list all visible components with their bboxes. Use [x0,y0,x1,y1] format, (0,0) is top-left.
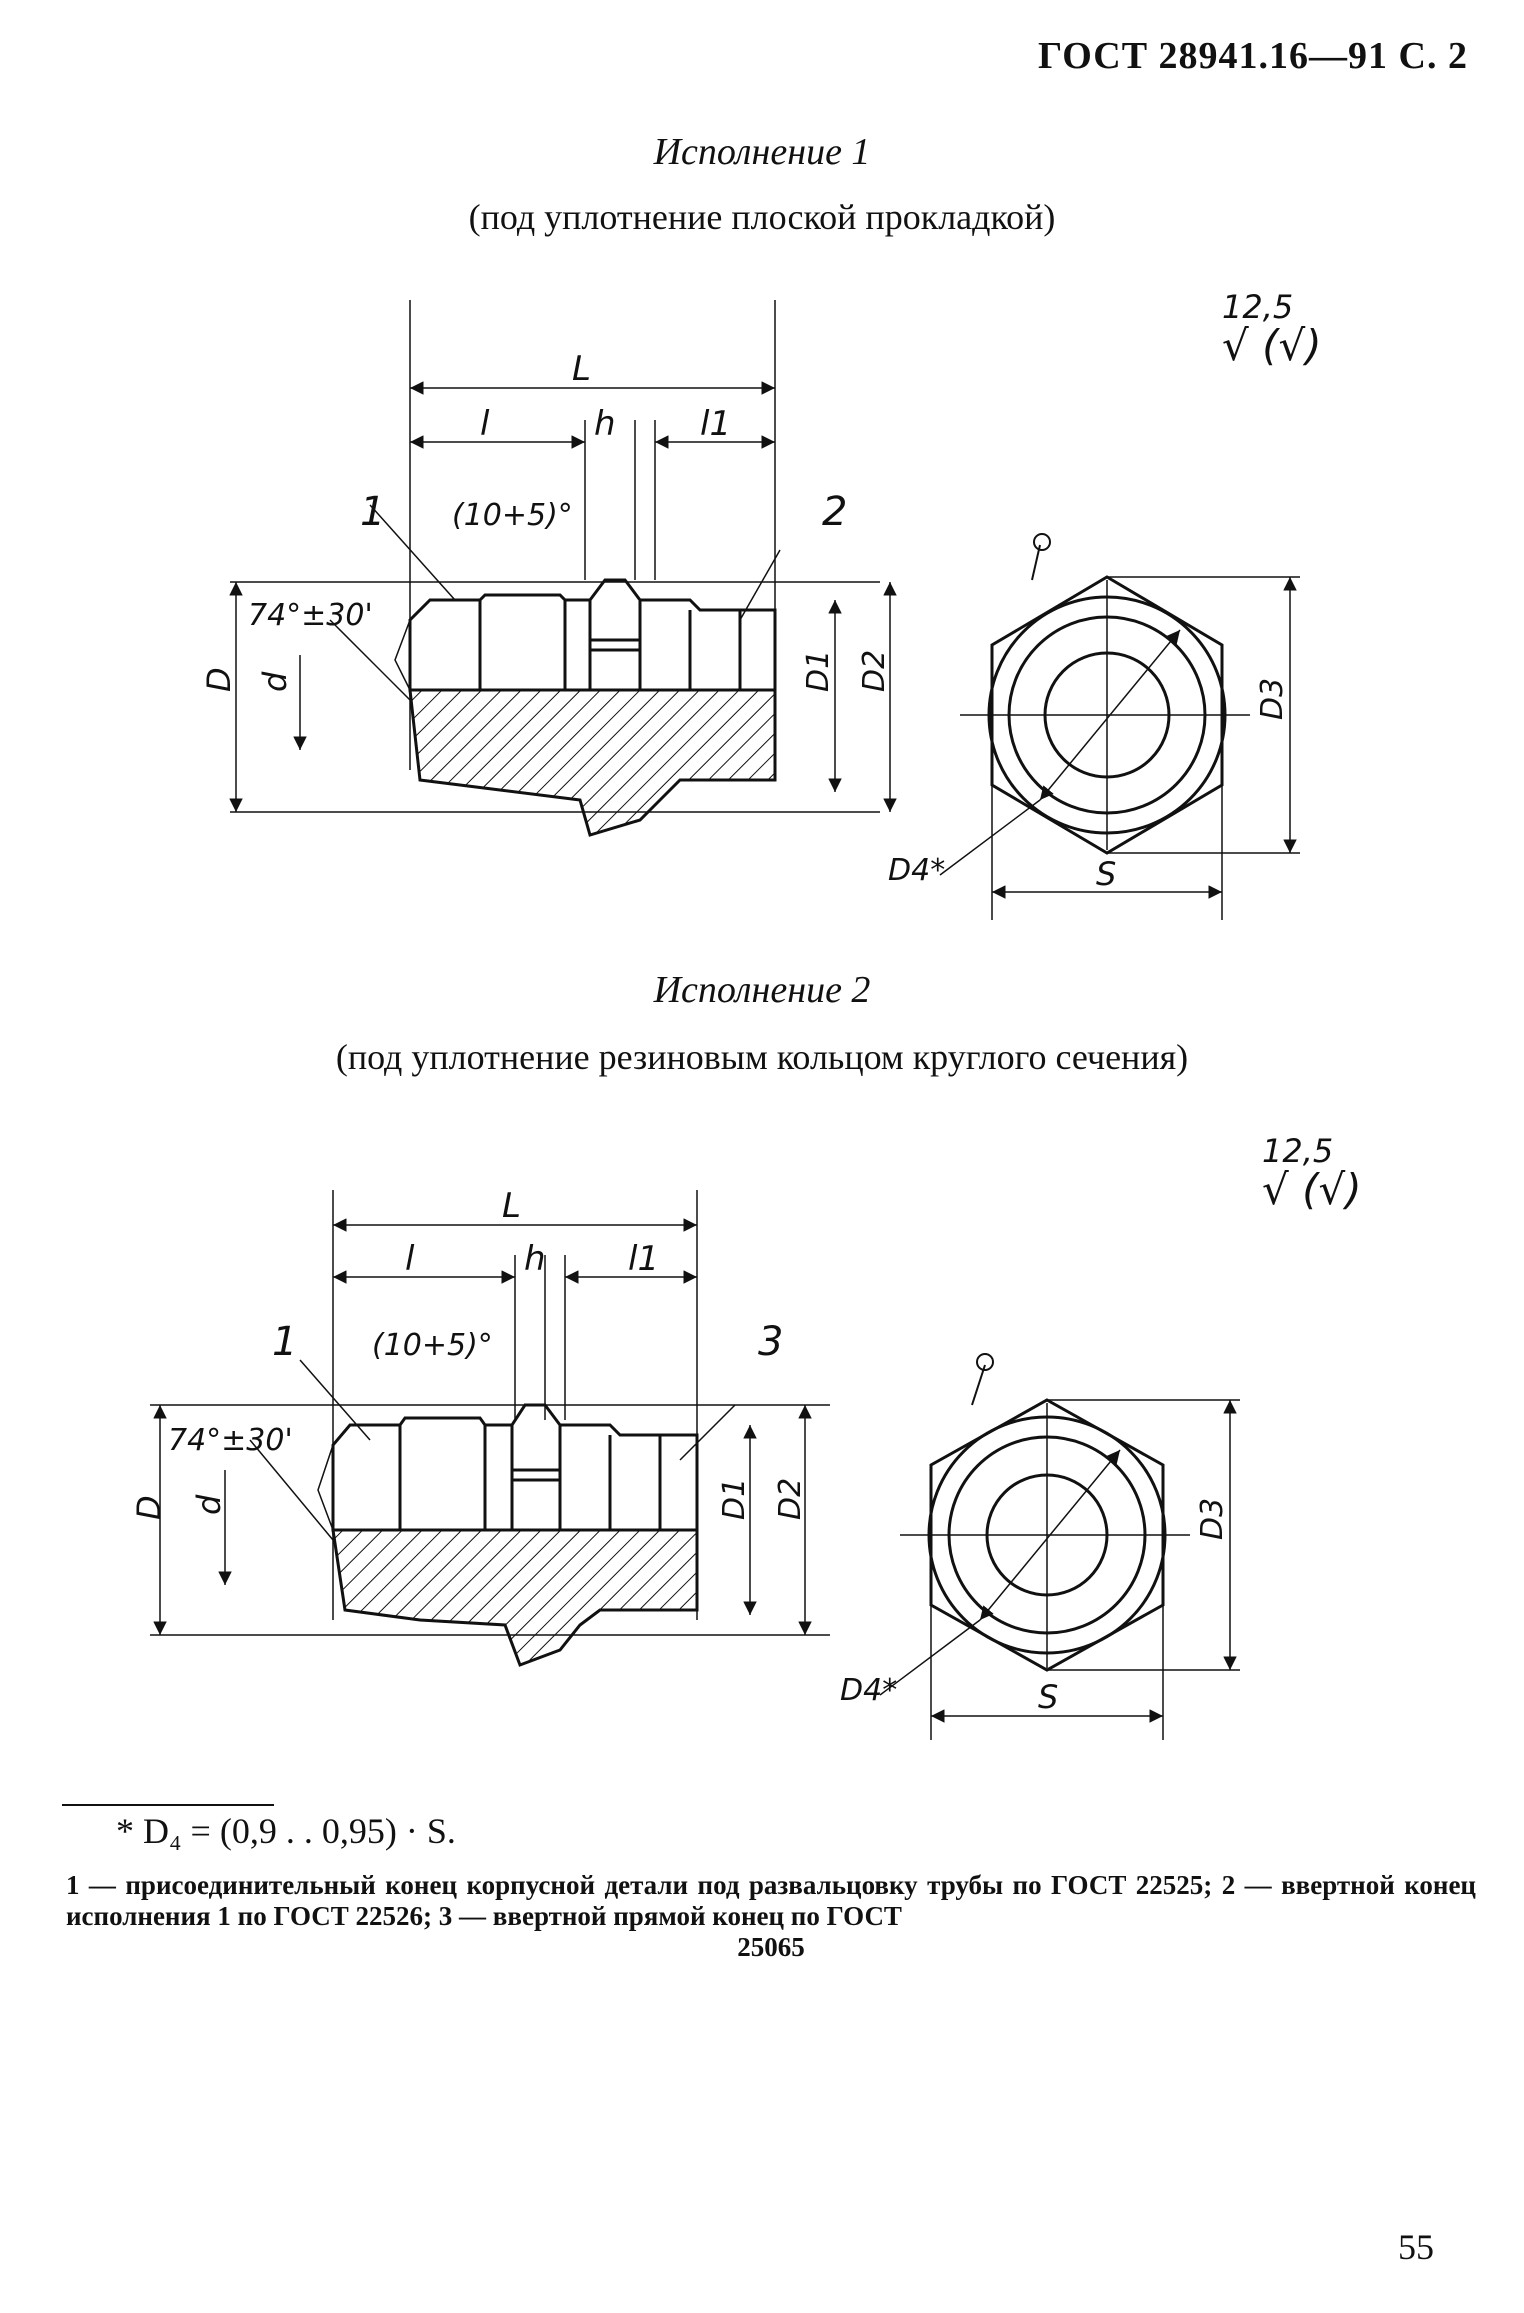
v1-label-l: l [480,404,490,444]
v2-roughness-value: 12,5 [1262,1132,1333,1170]
v2-label-D2: D2 [773,1478,808,1520]
v1-label-angle: (10+5)° [452,498,573,533]
v2-label-L: L [502,1186,521,1226]
variant2-title: Исполнение 2 [653,969,871,1011]
v2-label-part1: 1 [272,1319,297,1365]
v1-roughness-mark: √ (√) [1222,321,1322,370]
footnote-divider [62,1804,274,1806]
v2-label-taper: 74°±30' [168,1423,293,1458]
v1-label-D4: D4* [888,853,945,888]
v1-label-h: h [594,404,616,444]
v1-label-d: d [256,671,294,692]
v1-label-l1: l1 [700,404,731,444]
legend: 1 — присоединительный конец корпусной де… [66,1870,1476,1963]
v2-label-angle: (10+5)° [372,1328,493,1363]
v2-label-d: d [190,1494,228,1515]
v1-label-S: S [1096,855,1116,893]
document-header: ГОСТ 28941.16—91 С. 2 [1038,35,1468,77]
page-number: 55 [1398,2227,1434,2267]
v2-label-D1: D1 [717,1478,752,1520]
v1-label-D2: D2 [857,650,892,692]
v2-roughness-mark: √ (√) [1262,1165,1362,1214]
v1-label-taper: 74°±30' [248,598,373,633]
legend-text: 1 — присоединительный конец корпусной де… [66,1870,1476,1931]
footnote: * D₄ = (0,9 . . 0,95) · S. [116,1811,456,1851]
v2-side-view [150,1190,830,1667]
v1-side-view [229,300,897,837]
variant2-subtitle: (под уплотнение резиновым кольцом кругло… [335,1037,1189,1077]
v2-end-view [879,1353,1240,1740]
v2-label-D: D [130,1495,168,1520]
variant1-drawing: 12,5 √ (√) L l h l1 (10+5)° 1 2 74°±30' … [200,288,1322,920]
variant2-drawing: 12,5 √ (√) L l h l1 (10+5)° 1 3 74°±30' … [130,1132,1362,1740]
v1-label-part2: 2 [822,489,847,535]
v1-label-part1: 1 [360,489,385,535]
v2-label-h: h [524,1239,546,1279]
v2-label-D3: D3 [1195,1498,1230,1540]
v1-label-D1: D1 [801,650,836,692]
legend-tail: 25065 [737,1932,805,1962]
variant1-subtitle: (под уплотнение плоской прокладкой) [468,197,1056,237]
v1-label-D3: D3 [1255,678,1290,720]
v1-roughness-value: 12,5 [1222,288,1293,326]
v2-label-S: S [1038,1678,1058,1716]
v1-label-D: D [200,667,238,692]
variant1-title: Исполнение 1 [653,131,871,173]
v2-label-l1: l1 [628,1239,659,1279]
v1-end-view [939,533,1300,920]
v1-label-L: L [572,349,591,389]
v2-label-D4: D4* [840,1673,897,1708]
v2-label-l: l [405,1239,415,1279]
v2-label-part3: 3 [758,1319,783,1365]
